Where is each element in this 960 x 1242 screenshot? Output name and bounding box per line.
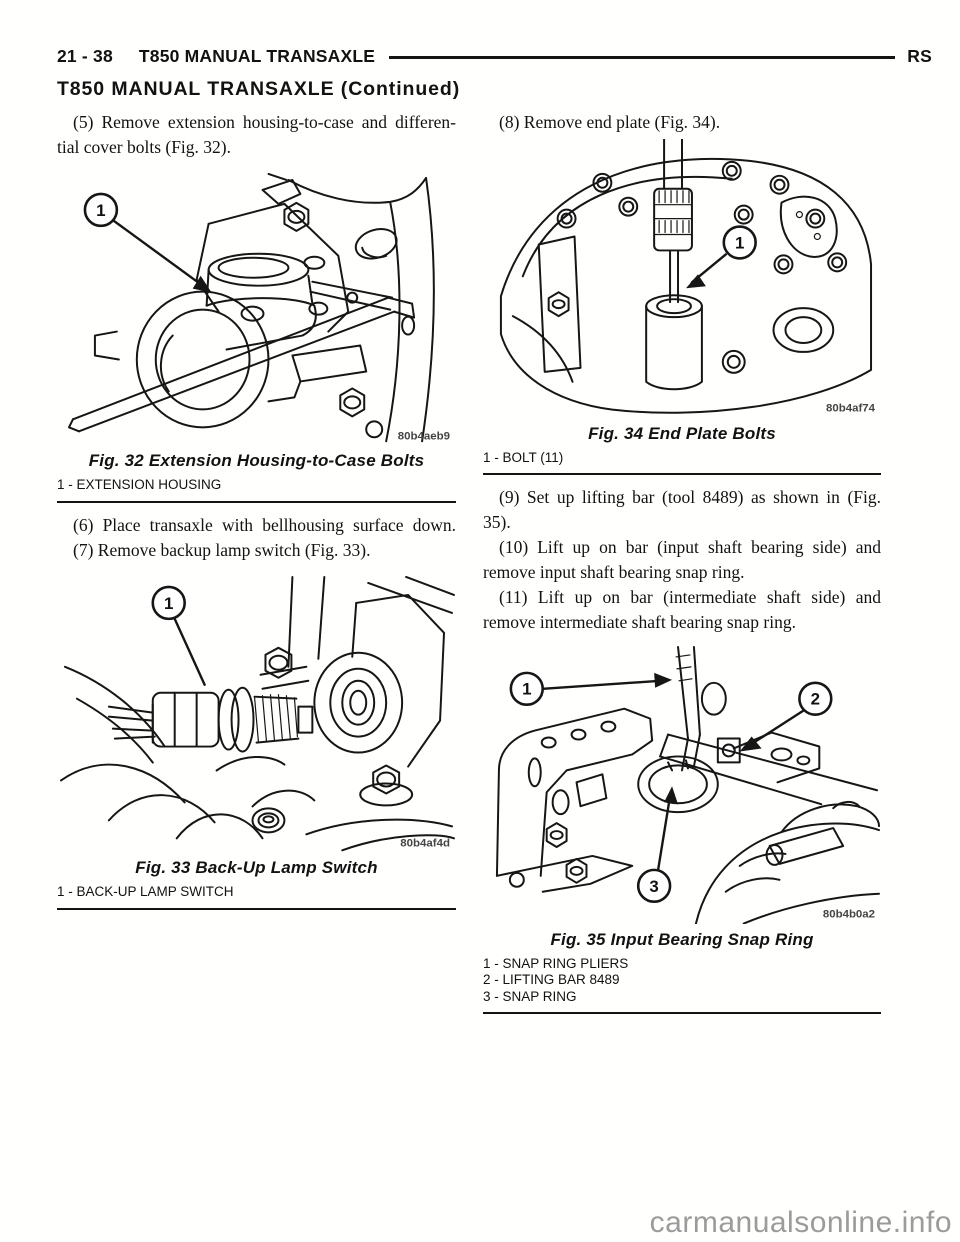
step-5-line-1: (5) Remove extension housing-to-case and… (73, 112, 456, 132)
fig33-legend-item-1: 1 - BACK-UP LAMP SWITCH (57, 884, 234, 900)
page-number: 21 - 38 (57, 46, 113, 66)
step-6: (6) Place transaxle with bellhousing sur… (73, 514, 456, 535)
fig35-callout-1-label: 1 (522, 680, 531, 699)
step-10-line-1: (10) Lift up on bar (input shaft bearing… (499, 537, 881, 558)
fig34-code: 80b4af74 (826, 403, 876, 415)
step-7: (7) Remove backup lamp switch (Fig. 33). (73, 539, 371, 560)
fig35-caption: Fig. 35 Input Bearing Snap Ring (550, 929, 814, 949)
step-5-line-2: tial cover bolts (Fig. 32). (57, 137, 232, 157)
fig35-legend: 1 - SNAP RING PLIERS 2 - LIFTING BAR 848… (483, 956, 881, 1015)
fig33-caption: Fig. 33 Back-Up Lamp Switch (135, 858, 378, 878)
fig32-illustration: 1 80b4aeb9 (67, 172, 450, 442)
figure-35: 1 2 3 80b4b0a2 (483, 645, 881, 924)
fig35-callout-3-label: 3 (649, 877, 658, 896)
fig35-code: 80b4b0a2 (823, 909, 875, 921)
fig34-callout-1-circle (722, 225, 757, 260)
step-8: (8) Remove end plate (Fig. 34). (499, 112, 721, 132)
fig33-illustration: 1 80b4af4d (59, 575, 456, 852)
fig32-caption: Fig. 32 Extension Housing-to-Case Bolts (88, 451, 425, 471)
left-column: (5) Remove extension housing-to-case and… (57, 110, 456, 910)
page-header: 21 - 38 T850 MANUAL TRANSAXLE RS (57, 46, 932, 67)
fig32-callout-1-label: 1 (96, 201, 105, 220)
fig33-code: 80b4af4d (400, 837, 450, 849)
figure-33: 1 80b4af4d (57, 573, 456, 852)
step-10-line-2: remove input shaft bearing snap ring. (483, 562, 745, 583)
page-title: T850 MANUAL TRANSAXLE (Continued) (57, 78, 461, 100)
step-11-line-2: remove intermediate shaft bearing snap r… (483, 612, 796, 633)
fig33-legend: 1 - BACK-UP LAMP SWITCH (57, 884, 456, 910)
step-11-line-1: (11) Lift up on bar (intermediate shaft … (499, 587, 881, 608)
step-9-line-1: (9) Set up lifting bar (tool 8489) as sh… (499, 487, 881, 508)
fig35-illustration: 1 2 3 80b4b0a2 (495, 646, 881, 924)
fig34-callout-1-label: 1 (735, 233, 744, 252)
fig33-callout-1-label: 1 (164, 594, 173, 613)
fig32-callout-1-circle (83, 192, 119, 228)
fig35-callout-2-circle (798, 681, 833, 717)
fig32-legend: 1 - EXTENSION HOUSING (57, 477, 456, 503)
header-edition-code: RS (907, 46, 932, 66)
figure-34: 1 80b4af74 (483, 139, 881, 418)
fig32-legend-item-1: 1 - EXTENSION HOUSING (57, 477, 222, 493)
watermark: carmanualsonline.info (649, 1206, 952, 1239)
header-section-title: T850 MANUAL TRANSAXLE (138, 46, 376, 66)
fig35-callout-2-label: 2 (811, 690, 820, 709)
fig34-legend-item-1: 1 - BOLT (11) (483, 449, 564, 465)
fig34-illustration: 1 80b4af74 (499, 139, 876, 415)
fig35-legend-item-1: 1 - SNAP RING PLIERS (483, 955, 629, 971)
header-rule (389, 56, 896, 59)
fig35-legend-item-2: 2 - LIFTING BAR 8489 (483, 972, 620, 988)
fig35-legend-item-3: 3 - SNAP RING (483, 988, 577, 1004)
fig34-legend: 1 - BOLT (11) (483, 450, 881, 476)
figure-32: 1 80b4aeb9 (57, 164, 456, 445)
right-column: (8) Remove end plate (Fig. 34). (483, 110, 881, 1015)
step-9-line-2: 35). (483, 512, 511, 533)
fig35-callout-3-circle (636, 868, 672, 904)
fig33-callout-1-circle (151, 585, 186, 620)
fig34-caption: Fig. 34 End Plate Bolts (588, 423, 776, 443)
fig35-callout-1-circle (509, 671, 544, 707)
fig32-code: 80b4aeb9 (398, 430, 450, 442)
